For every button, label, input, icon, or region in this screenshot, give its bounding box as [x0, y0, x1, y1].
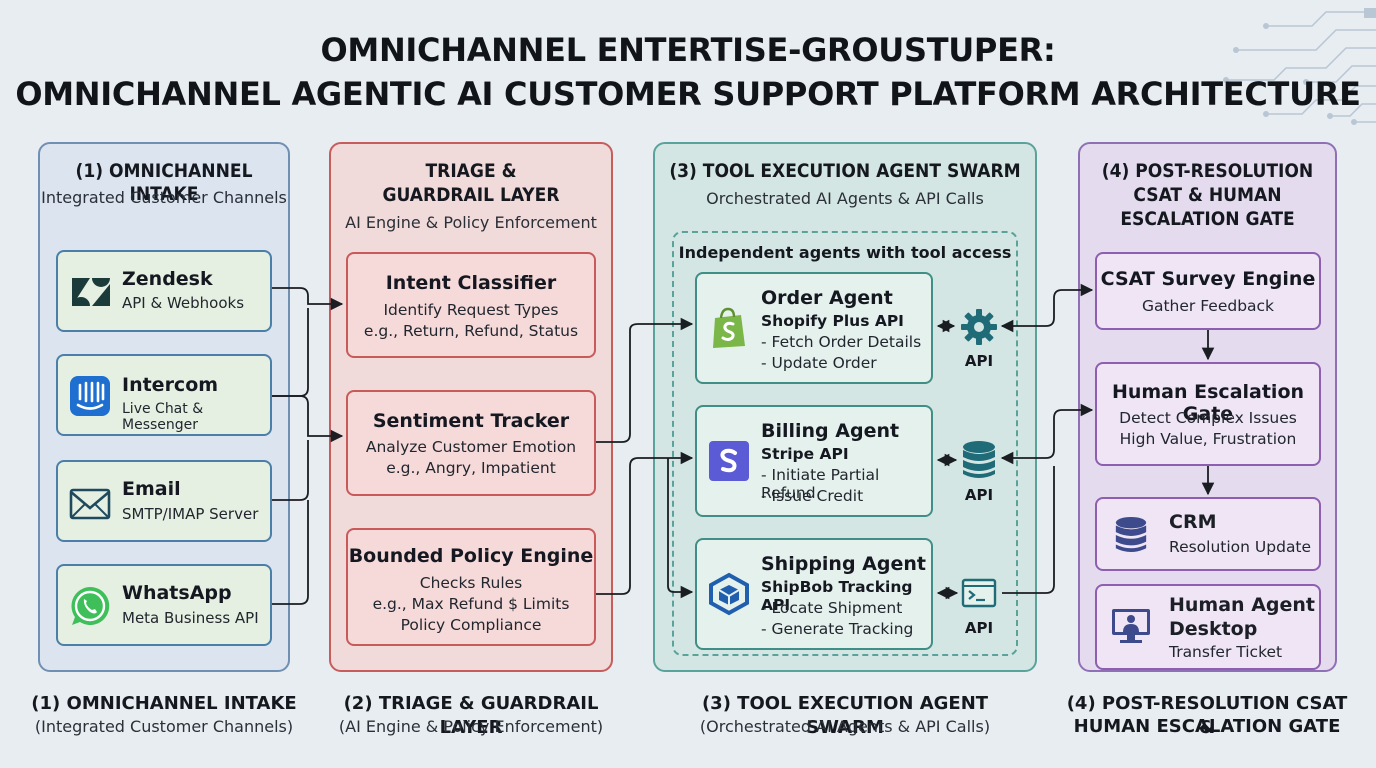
post-title-2: CSAT & HUMAN: [1133, 184, 1282, 206]
channel-email: Email SMTP/IMAP Server: [56, 460, 272, 542]
agent-api: Stripe API: [761, 445, 849, 463]
human-desktop-card: Human Agent Desktop Transfer Ticket: [1095, 584, 1321, 670]
shopify-icon: [713, 307, 745, 348]
crm-card: CRM Resolution Update: [1095, 497, 1321, 571]
shipbob-icon: [709, 572, 749, 616]
billing-agent-card: Billing Agent Stripe API - Initiate Part…: [695, 405, 933, 517]
gear-icon: [961, 309, 997, 345]
channel-sub: API & Webhooks: [122, 294, 245, 312]
intercom-icon: [70, 376, 110, 416]
card-line: Detect Complex Issues: [1119, 409, 1297, 427]
card-title: Bounded Policy Engine: [348, 545, 594, 567]
whatsapp-icon: [71, 586, 110, 625]
post-title-3: ESCALATION GATE: [1120, 208, 1295, 230]
agent-task: - Initiate Partial Refund: [761, 466, 880, 502]
agent-name: Shipping Agent: [761, 553, 926, 575]
sentiment-tracker-card: Sentiment Tracker Analyze Customer Emoti…: [346, 390, 596, 496]
agents-container-label: Independent agents with tool access: [678, 243, 1012, 262]
card-line: e.g., Max Refund $ Limits: [372, 595, 570, 613]
bottom-label-post-1: (4) POST-RESOLUTION CSAT &: [1066, 693, 1348, 738]
card-title: Intent Classifier: [385, 272, 557, 294]
intent-classifier-card: Intent Classifier Identify Request Types…: [346, 252, 596, 358]
bottom-label-triage: (2) TRIAGE & GUARDRAIL LAYER: [343, 693, 599, 738]
monitor-user-icon: [1112, 609, 1150, 643]
bottom-label-tools: (3) TOOL EXECUTION AGENT SWARM: [701, 693, 989, 738]
card-line: Checks Rules: [419, 574, 523, 592]
agent-task: - Locate Shipment: [761, 599, 903, 617]
desktop-title-2: Desktop: [1169, 618, 1258, 640]
agent-api: ShipBob Tracking API: [761, 578, 913, 614]
policy-engine-card: Bounded Policy Engine Checks Rules e.g.,…: [346, 528, 596, 646]
card-line: High Value, Frustration: [1119, 430, 1297, 448]
title-line-1: OMNICHANNEL ENTERTISE-GROUSTUPER:: [320, 31, 1056, 69]
circuit-decoration: [1223, 8, 1376, 125]
channel-intercom: Intercom Live Chat & Messenger: [56, 354, 272, 436]
database-icon: [963, 441, 995, 478]
channel-sub: SMTP/IMAP Server: [122, 505, 259, 523]
triage-title-2: GUARDRAIL LAYER: [382, 184, 560, 206]
bottom-sub-intake: (Integrated Customer Channels): [34, 717, 294, 736]
desktop-title-1: Human Agent: [1169, 594, 1315, 616]
card-line: Analyze Customer Emotion: [365, 438, 577, 456]
card-line: e.g., Angry, Impatient: [386, 459, 556, 477]
card-title: Human Escalation Gate: [1111, 381, 1305, 425]
stripe-icon: [709, 441, 749, 481]
agent-name: Order Agent: [761, 287, 893, 309]
agent-api: Shopify Plus API: [761, 312, 904, 330]
card-line: e.g., Return, Refund, Status: [363, 322, 579, 340]
channel-zendesk: Zendesk API & Webhooks: [56, 250, 272, 332]
card-line: Policy Compliance: [400, 616, 542, 634]
card-title: CSAT Survey Engine: [1100, 268, 1316, 290]
csat-card: CSAT Survey Engine Gather Feedback: [1095, 252, 1321, 330]
order-agent-card: Order Agent Shopify Plus API - Fetch Ord…: [695, 272, 933, 384]
channel-name: WhatsApp: [122, 582, 232, 604]
channel-whatsapp: WhatsApp Meta Business API: [56, 564, 272, 646]
intake-title: (1) OMNICHANNEL INTAKE: [75, 160, 253, 205]
channel-sub: Meta Business API: [122, 609, 259, 627]
agent-task: - Update Order: [761, 354, 877, 372]
crm-line: Resolution Update: [1169, 538, 1312, 556]
channel-name: Intercom: [122, 374, 219, 396]
agent-task: - Fetch Order Details: [761, 333, 922, 351]
bottom-label-intake: (1) OMNICHANNEL INTAKE: [31, 693, 297, 714]
tools-title: (3) TOOL EXECUTION AGENT SWARM: [669, 160, 1021, 182]
crm-title: CRM: [1169, 511, 1217, 533]
diagram-title: OMNICHANNEL ENTERTISE-GROUSTUPER: OMNICH…: [0, 28, 1376, 116]
intake-subtitle: Integrated Customer Channels: [41, 188, 287, 207]
agent-task: - Generate Tracking: [761, 620, 914, 638]
terminal-icon: [961, 578, 997, 608]
agent-name: Billing Agent: [761, 420, 900, 442]
bottom-label-post-2: HUMAN ESCALATION GATE: [1073, 716, 1341, 737]
desktop-line: Transfer Ticket: [1169, 643, 1283, 661]
channel-name: Zendesk: [122, 268, 213, 290]
agent-task: - Issue Credit: [761, 487, 864, 505]
card-line: Identify Request Types: [383, 301, 559, 319]
zendesk-icon: [72, 278, 110, 306]
channel-name: Email: [122, 478, 181, 500]
triage-subtitle: AI Engine & Policy Enforcement: [345, 213, 597, 232]
database-icon: [1115, 517, 1147, 553]
triage-title-1: TRIAGE &: [425, 160, 517, 182]
bottom-sub-tools: (Orchestrated AI Agents & API Calls): [699, 717, 991, 736]
api-label: API: [964, 486, 994, 504]
post-title-1: (4) POST-RESOLUTION: [1101, 160, 1314, 182]
shipping-agent-card: Shipping Agent ShipBob Tracking API - Lo…: [695, 538, 933, 650]
envelope-icon: [69, 488, 111, 520]
card-line: Gather Feedback: [1141, 297, 1275, 315]
card-title: Sentiment Tracker: [372, 410, 570, 432]
escalation-card: Human Escalation Gate Detect Complex Iss…: [1095, 362, 1321, 466]
tools-subtitle: Orchestrated AI Agents & API Calls: [706, 189, 984, 208]
channel-sub: Live Chat & Messenger: [122, 401, 204, 433]
api-label: API: [964, 619, 994, 637]
bottom-sub-triage: (AI Engine & Policy Enforcement): [338, 717, 604, 736]
title-line-2: OMNICHANNEL AGENTIC AI CUSTOMER SUPPORT …: [15, 75, 1361, 113]
api-label: API: [964, 352, 994, 370]
